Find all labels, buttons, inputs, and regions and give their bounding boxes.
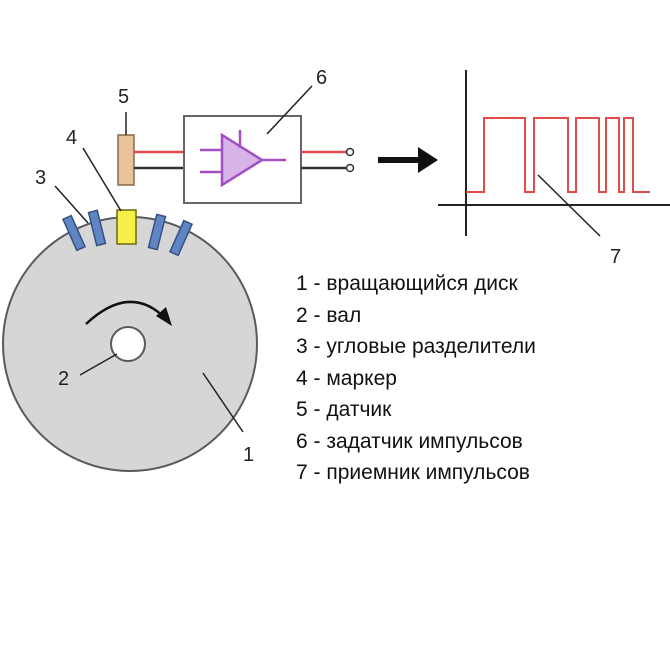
legend-item-pulse-generator: 6 - задатчик импульсов (296, 429, 523, 453)
divider-4 (168, 219, 194, 257)
legend-num: 1 (296, 272, 308, 295)
legend-text: угловые разделители (326, 335, 536, 358)
leader-dividers (54, 185, 89, 224)
marker (116, 209, 137, 245)
legend-text: задатчик импульсов (326, 429, 523, 453)
terminal-2 (345, 163, 355, 173)
label-dividers: 3 (35, 167, 46, 189)
legend-num: 5 (296, 398, 308, 421)
leader-lines (54, 85, 601, 433)
label-pulse-receiver: 7 (610, 246, 621, 268)
legend-item-disk: 1 - вращающийся диск (296, 272, 518, 295)
leader-pulse-receiver (537, 174, 601, 237)
legend-text: вал (326, 303, 362, 327)
legend-item-shaft: 2 - вал (296, 303, 362, 327)
shaft (110, 326, 146, 362)
legend-text: датчик (326, 398, 392, 421)
legend-text: маркер (326, 366, 397, 390)
legend-num: 6 (296, 429, 308, 453)
legend-num: 2 (296, 303, 308, 327)
leader-pulse-generator (266, 85, 313, 135)
legend-num: 4 (296, 366, 308, 390)
legend-item-marker: 4 - маркер (296, 366, 397, 390)
legend-num: 7 (296, 461, 308, 484)
divider-2 (87, 209, 107, 247)
pulse-train (466, 117, 650, 193)
legend-num: 3 (296, 335, 308, 358)
signal-arrowhead-icon (418, 147, 438, 173)
angular-dividers (61, 209, 194, 257)
divider-1 (61, 214, 87, 252)
label-sensor: 5 (118, 86, 129, 108)
rotation-arrowhead-icon (156, 307, 172, 326)
leader-marker (82, 147, 122, 212)
label-marker: 4 (66, 127, 77, 149)
rotation-arrow-icon (85, 300, 166, 325)
sensor (117, 134, 135, 186)
legend-item-dividers: 3 - угловые разделители (296, 335, 536, 358)
terminal-1 (345, 147, 355, 157)
label-disk: 1 (243, 444, 254, 466)
divider-3 (147, 213, 167, 251)
legend-item-sensor: 5 - датчик (296, 398, 392, 421)
legend-text: приемник импульсов (326, 461, 530, 484)
amplifier-icon (200, 130, 286, 188)
label-pulse-generator: 6 (316, 67, 327, 89)
label-shaft: 2 (58, 368, 69, 390)
leader-disk (202, 372, 244, 433)
legend: 1 - вращающийся диск 2 - вал 3 - угловые… (296, 268, 536, 489)
legend-text: вращающийся диск (326, 272, 518, 295)
legend-item-pulse-receiver: 7 - приемник импульсов (296, 461, 530, 484)
leader-shaft (79, 353, 118, 376)
